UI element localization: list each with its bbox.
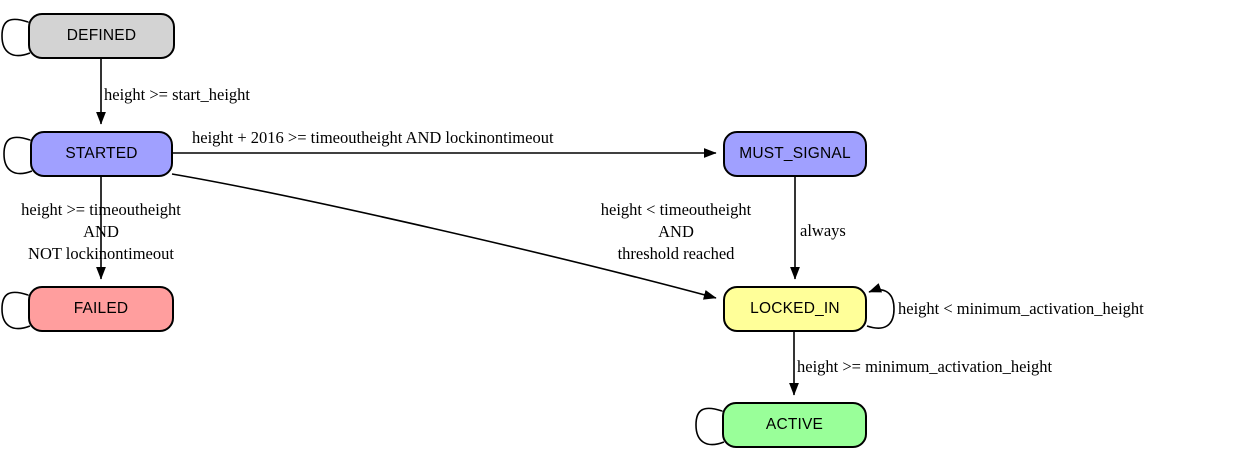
edge-defined-self-loop	[1, 18, 42, 57]
edge-active-self-loop	[695, 407, 736, 446]
edge-failed-self-loop	[1, 291, 42, 330]
state-node-defined[interactable]: DEFINED	[28, 13, 175, 59]
state-node-active[interactable]: ACTIVE	[722, 402, 867, 448]
state-label-started: STARTED	[65, 145, 138, 162]
edge-label-started-to-locked-in: height < timeoutheight AND threshold rea…	[600, 200, 752, 263]
edge-label-must-signal-to-locked-in: always	[800, 221, 846, 240]
edge-label-started-to-failed: height >= timeoutheight AND NOT lockinon…	[21, 200, 181, 263]
edge-label-locked-in-to-active: height >= minimum_activation_height	[797, 357, 1053, 376]
edge-locked-in-self-loop	[866, 283, 895, 329]
edge-label-locked-in-self-loop: height < minimum_activation_height	[898, 299, 1144, 318]
state-node-must-signal[interactable]: MUST_SIGNAL	[723, 131, 867, 177]
state-label-failed: FAILED	[73, 300, 129, 317]
edge-started-to-locked-in	[171, 173, 717, 300]
state-node-locked-in[interactable]: LOCKED_IN	[723, 286, 867, 332]
edge-started-self-loop	[3, 136, 44, 175]
state-label-defined: DEFINED	[66, 27, 137, 44]
edge-label-defined-to-started: height >= start_height	[104, 85, 251, 104]
state-label-must-signal: MUST_SIGNAL	[739, 145, 851, 162]
state-node-started[interactable]: STARTED	[30, 131, 173, 177]
state-label-locked-in: LOCKED_IN	[750, 300, 840, 317]
state-node-failed[interactable]: FAILED	[28, 286, 174, 332]
state-label-active: ACTIVE	[765, 416, 824, 433]
edge-label-started-to-must-signal: height + 2016 >= timeoutheight AND locki…	[192, 128, 554, 147]
